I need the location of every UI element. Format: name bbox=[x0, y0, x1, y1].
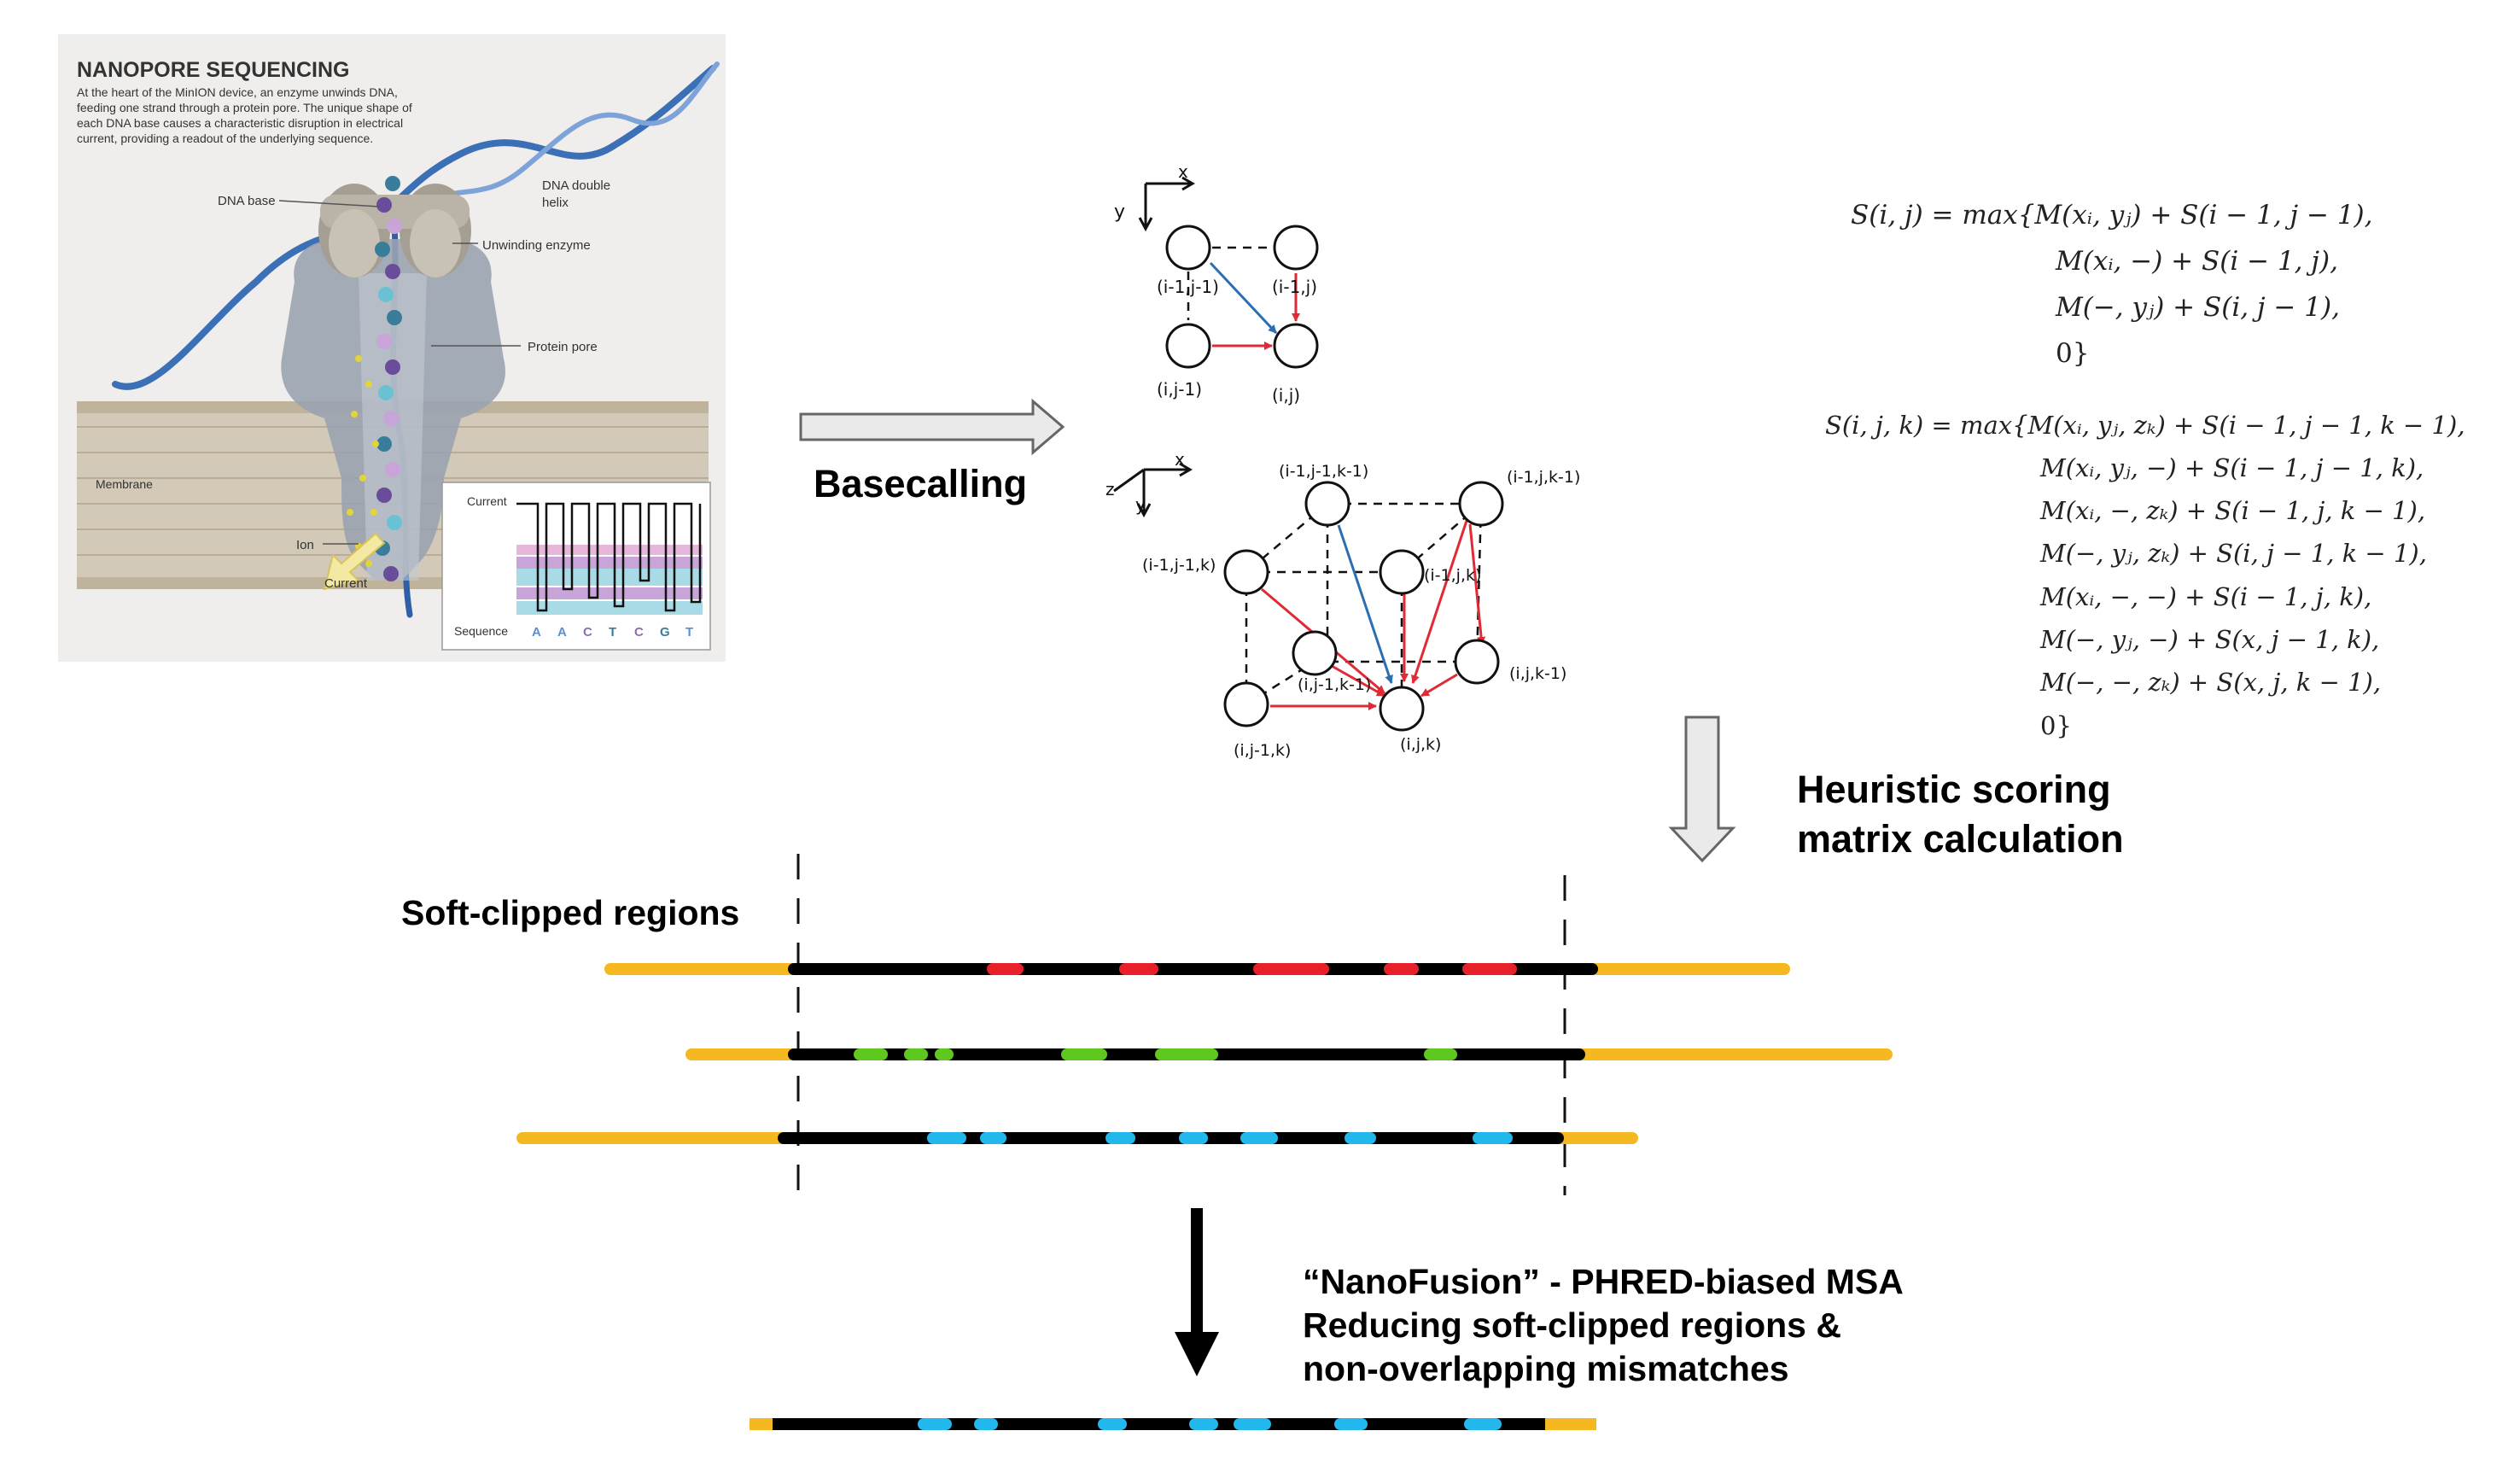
basecalling-arrow bbox=[799, 398, 1065, 456]
axis-y-label: y bbox=[1114, 201, 1125, 223]
node-3d bbox=[1458, 481, 1504, 527]
nanofusion-label-line3: non-overlapping mismatches bbox=[1303, 1349, 1789, 1388]
equation-line: M(−, −, zₖ) + S(x, j, k − 1), bbox=[2039, 668, 2381, 697]
node-3d bbox=[1304, 481, 1350, 527]
dna-helix-label-1: DNA double bbox=[542, 178, 610, 193]
ions bbox=[347, 355, 379, 567]
equation-line: 0} bbox=[2056, 338, 2089, 369]
node-3d bbox=[1292, 630, 1338, 676]
ion-label: Ion bbox=[296, 538, 314, 552]
node-3d bbox=[1454, 639, 1500, 685]
equation-line: S(i, j) = max{M(xᵢ, yⱼ) + S(i − 1, j − 1… bbox=[1851, 200, 2373, 231]
unwinding-enzyme bbox=[318, 184, 471, 277]
heuristic-arrow bbox=[1668, 715, 1736, 863]
node-label: (i-1,j-1,k-1) bbox=[1279, 462, 1368, 481]
node-label: (i-1,j-1,k) bbox=[1142, 556, 1216, 575]
node-2d bbox=[1165, 323, 1211, 369]
membrane-label: Membrane bbox=[96, 477, 153, 491]
nanofusion-arrow bbox=[1175, 1208, 1219, 1376]
node-3d bbox=[1379, 686, 1425, 732]
node-3d bbox=[1379, 549, 1425, 595]
heuristic-label-line1: Heuristic scoring bbox=[1797, 768, 2111, 811]
sequence-label: Sequence bbox=[454, 624, 508, 638]
node-3d bbox=[1223, 681, 1269, 727]
node-label: (i,j-1,k) bbox=[1234, 741, 1291, 760]
dna-helix-label-2: helix bbox=[542, 196, 569, 210]
equation-3d: S(i, j, k) = max{M(xᵢ, yⱼ, zₖ) + S(i − 1… bbox=[1825, 411, 2465, 740]
sequence-letters: A A C T C G T bbox=[532, 625, 693, 639]
soft-clipped-label: Soft-clipped regions bbox=[401, 893, 739, 932]
sequence-letter: A bbox=[557, 625, 567, 639]
node-label: (i,j,k) bbox=[1400, 735, 1441, 754]
node-label: (i-1,j,k-1) bbox=[1507, 468, 1580, 487]
panel-description: At the heart of the MinION device, an en… bbox=[77, 85, 412, 145]
node-label: (i,j) bbox=[1272, 385, 1300, 406]
node-label: (i,j,k-1) bbox=[1509, 664, 1566, 683]
node-label: (i,j-1,k-1) bbox=[1298, 675, 1371, 694]
protein-pore bbox=[281, 239, 505, 581]
current-arrow-icon bbox=[323, 532, 386, 591]
node-2d bbox=[1165, 225, 1211, 271]
equation-line: M(xᵢ, −, −) + S(i − 1, j, k), bbox=[2039, 582, 2371, 611]
grid-3d: x y z bbox=[1105, 449, 1580, 760]
protein-pore-label: Protein pore bbox=[528, 340, 598, 354]
equation-line: M(xᵢ, −, zₖ) + S(i − 1, j, k − 1), bbox=[2039, 496, 2425, 525]
equation-line: M(−, yⱼ) + S(i, j − 1), bbox=[2055, 292, 2340, 323]
node-2d bbox=[1273, 323, 1319, 369]
equation-line: M(−, yⱼ, −) + S(x, j − 1, k), bbox=[2039, 625, 2379, 654]
sequence-letter: C bbox=[583, 625, 592, 639]
dna-base-label: DNA base bbox=[218, 194, 276, 208]
description-line: At the heart of the MinION device, an en… bbox=[77, 85, 398, 99]
heuristic-label-line2: matrix calculation bbox=[1797, 817, 2124, 861]
description-line: feeding one strand through a protein por… bbox=[77, 101, 412, 114]
equation-line: M(xᵢ, −) + S(i − 1, j), bbox=[2055, 246, 2338, 277]
inset-current-label: Current bbox=[467, 494, 507, 508]
node-label: (i,j-1) bbox=[1157, 379, 1202, 400]
current-label: Current bbox=[324, 576, 368, 591]
description-line: current, providing a readout of the unde… bbox=[77, 131, 373, 145]
cube-arrows bbox=[1261, 520, 1486, 710]
grid-2d: x y (i-1,j-1) (i-1,j) (i,j-1) (i,j) bbox=[1114, 161, 1319, 406]
axis-x-label: x bbox=[1175, 449, 1185, 470]
node-2d bbox=[1273, 225, 1319, 271]
equation-line: M(−, yⱼ, zₖ) + S(i, j − 1, k − 1), bbox=[2039, 539, 2427, 568]
node-label: (i-1,j-1) bbox=[1157, 277, 1219, 297]
sequence-letter: C bbox=[634, 625, 644, 639]
callouts bbox=[278, 200, 521, 545]
sequence-letter: G bbox=[660, 625, 670, 639]
sequence-letter: T bbox=[685, 625, 693, 639]
node-3d bbox=[1223, 549, 1269, 595]
axis-y-label: y bbox=[1135, 494, 1146, 515]
axis-z-label: z bbox=[1105, 479, 1115, 499]
nanofusion-label-line1: “NanoFusion” - PHRED-biased MSA bbox=[1303, 1262, 1904, 1301]
nanopore-panel: NANOPORE SEQUENCING At the heart of the … bbox=[58, 34, 726, 662]
sequence-letter: T bbox=[609, 625, 616, 639]
dna-bases bbox=[375, 176, 402, 581]
node-label: (i-1,j,k) bbox=[1424, 566, 1481, 585]
panel-title: NANOPORE SEQUENCING bbox=[77, 58, 349, 82]
equation-2d: S(i, j) = max{M(xᵢ, yⱼ) + S(i − 1, j − 1… bbox=[1851, 200, 2373, 369]
sequence-letter: A bbox=[532, 625, 541, 639]
current-trace-inset: Current Sequence A A C T C G T bbox=[441, 482, 711, 651]
basecalling-label: Basecalling bbox=[814, 462, 1027, 505]
axes-3d bbox=[1113, 462, 1193, 518]
nanofusion-label-line2: Reducing soft-clipped regions & bbox=[1303, 1305, 1841, 1345]
axes-2d bbox=[1138, 176, 1195, 232]
node-label: (i-1,j) bbox=[1272, 277, 1317, 297]
equation-line: 0} bbox=[2040, 711, 2072, 740]
description-line: each DNA base causes a characteristic di… bbox=[77, 116, 403, 130]
equation-line: S(i, j, k) = max{M(xᵢ, yⱼ, zₖ) + S(i − 1… bbox=[1825, 411, 2465, 440]
axis-x-label: x bbox=[1178, 161, 1188, 182]
unwinding-enzyme-label: Unwinding enzyme bbox=[482, 238, 591, 253]
equation-line: M(xᵢ, yⱼ, −) + S(i − 1, j − 1, k), bbox=[2039, 453, 2424, 482]
